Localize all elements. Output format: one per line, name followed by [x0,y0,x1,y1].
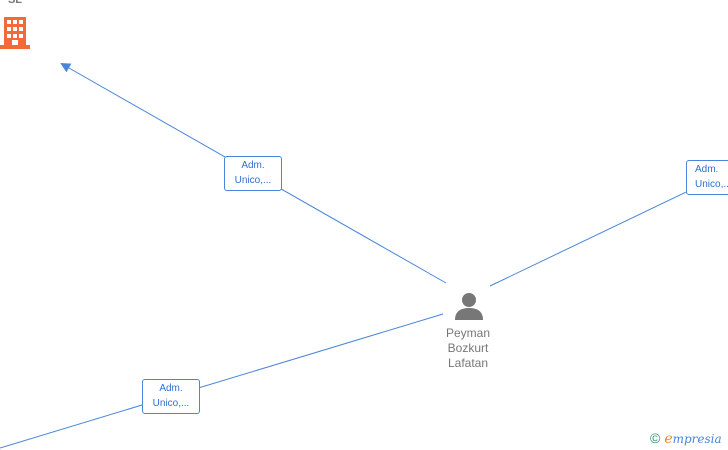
brand-rest: mpresia [672,432,722,446]
copyright-symbol: © [650,430,661,446]
building-icon[interactable] [0,17,30,49]
brand-e: e [664,431,673,447]
edge-line-lower-left [0,313,444,449]
edge-label-upper[interactable]: Adm. Unico,... [224,156,282,191]
company-name[interactable]: SL [7,0,23,6]
edge-label-right[interactable]: Adm. Unico,... [686,160,728,195]
person-icon[interactable] [455,292,483,320]
empresia-logo: ©empresia [650,430,722,447]
person-name[interactable]: Peyman Bozkurt Lafatan [445,326,491,370]
edge-label-lower[interactable]: Adm. Unico,... [142,379,200,414]
